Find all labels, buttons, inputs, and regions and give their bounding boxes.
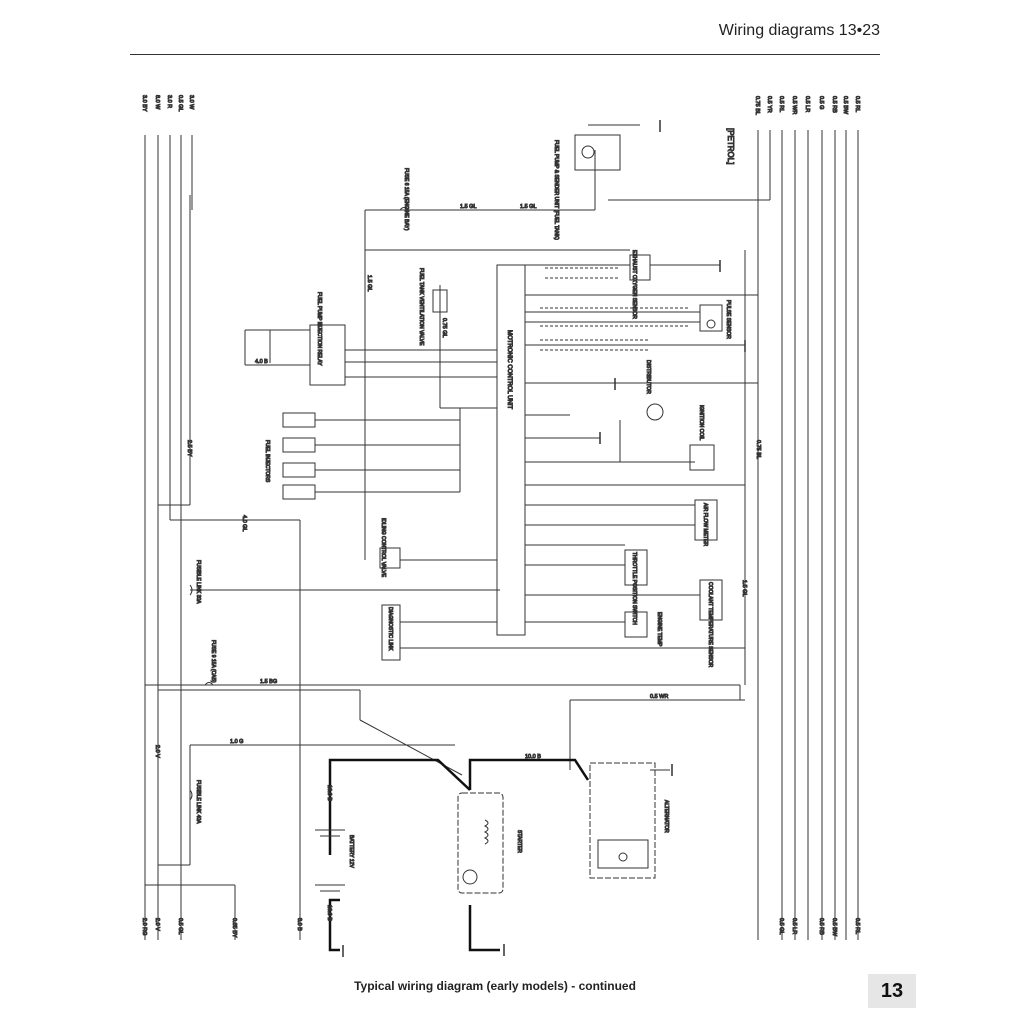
component-label: FUEL PUMP INJECTION RELAY bbox=[316, 292, 322, 366]
component-label: DIAGNOSTIC LINK bbox=[387, 607, 393, 651]
wire-label: 1.0 G bbox=[230, 739, 243, 745]
ground-symbols bbox=[342, 120, 746, 957]
wire-label: 1.5 GL bbox=[460, 204, 477, 210]
component-label: BATTERY 12V bbox=[348, 835, 354, 868]
page-header: Wiring diagrams 13•23 bbox=[718, 22, 880, 39]
engine-temp-sensor: ENGINE TEMP bbox=[624, 611, 663, 648]
wire-label: 0.5 BW bbox=[842, 96, 848, 115]
shielded-cables bbox=[540, 267, 690, 351]
component-label: FUEL PUMP & SENDER UNIT (FUEL TANK) bbox=[553, 140, 559, 240]
component-label: FUEL INJECTORS bbox=[264, 440, 270, 483]
wire-value-labels: 1.5 GL 1.5 GL 1.5 GL 0.75 GL 4.0 GL 2.5 … bbox=[154, 204, 762, 922]
component-label: ALTERNATOR bbox=[663, 800, 669, 833]
wire-label: 2.0 V bbox=[154, 745, 160, 758]
distributor: DISTRIBUTOR bbox=[645, 360, 664, 421]
component-label: STARTER bbox=[516, 830, 522, 853]
wire-label: 0.5 LR bbox=[791, 918, 797, 934]
component-label: THROTTLE POSITION SWITCH bbox=[631, 552, 637, 625]
wire-label: 3.0 BY bbox=[141, 95, 147, 112]
wire-label: 0.5 BW bbox=[831, 918, 837, 937]
throttle-position-switch: THROTTLE POSITION SWITCH bbox=[624, 549, 648, 626]
component-label: FUSE 9 15A (CAB) bbox=[210, 640, 216, 683]
left-wire-labels-top: 3.0 BY 8.0 W 3.0 R 0.5 GL 3.0 W bbox=[141, 95, 195, 113]
wire-label: 0.75 BL bbox=[755, 440, 761, 459]
wire-label: 1.5 GL bbox=[741, 580, 747, 597]
wire-label: 0.5 GL bbox=[177, 918, 183, 935]
fuel-injectors: FUEL INJECTORS bbox=[264, 412, 316, 500]
component-label: FUSIBLE LINK 30A bbox=[195, 560, 201, 604]
wire-label: 0.5 WR bbox=[791, 96, 797, 114]
alternator: ALTERNATOR bbox=[589, 762, 670, 879]
wire-label: 2.0 V bbox=[154, 918, 160, 931]
diagnostic-link: DIAGNOSTIC LINK bbox=[381, 604, 401, 661]
petrol-label: [PETROL] bbox=[726, 128, 735, 164]
wire-label: 16.0 B bbox=[326, 785, 332, 801]
wire-label: 0.85 BY bbox=[231, 918, 237, 938]
heavy-cables bbox=[328, 758, 590, 952]
right-wire-labels-top: 0.75 BL 0.5 YR 0.5 RL 0.5 WR 0.5 LR 0.5 … bbox=[754, 96, 861, 116]
right-wire-labels-bottom: 0.5 GL 0.5 LR 0.5 RB 0.5 BW 0.5 RL bbox=[778, 918, 861, 938]
wire-label: 0.5 RL bbox=[854, 918, 860, 934]
component-label: EXHAUST OXYGEN SENSOR bbox=[631, 250, 637, 319]
wire-label: 3.0 W bbox=[188, 95, 194, 110]
fuses: FUSE 6 15A (ENGINE BAY) FUSE 9 15A (CAB)… bbox=[189, 168, 410, 825]
fuel-pump-relay: FUEL PUMP INJECTION RELAY bbox=[309, 292, 346, 386]
left-bus-wires bbox=[144, 135, 740, 940]
starter-motor: STARTER bbox=[457, 792, 523, 894]
component-label: PULSE SENSOR bbox=[725, 300, 731, 339]
wire-label: 2.0 RG bbox=[141, 918, 147, 935]
component-label: ENGINE TEMP bbox=[656, 612, 662, 647]
wire-label: 0.5 RL bbox=[854, 96, 860, 112]
oxygen-sensor: EXHAUST OXYGEN SENSOR bbox=[629, 250, 720, 320]
wire-label: 0.75 GL bbox=[441, 318, 447, 338]
wire-label: 3.0 B bbox=[296, 918, 302, 931]
wire-label: 4.0 B bbox=[255, 359, 268, 365]
wire-label: 0.5 RL bbox=[778, 96, 784, 112]
battery: BATTERY 12V bbox=[315, 829, 355, 892]
component-label: IDLING CONTROL VALVE bbox=[380, 518, 386, 578]
coolant-temperature-sensor: COOLANT TEMPERATURE SENSOR bbox=[699, 579, 723, 668]
fuel-tank-ventilation-valve: FUEL TANK VENTILATION VALVE bbox=[418, 268, 448, 347]
component-label: IGNITION COIL bbox=[698, 405, 704, 441]
wire-label: 2.5 BY bbox=[186, 440, 192, 457]
wire-label: 16.0 B bbox=[326, 905, 332, 921]
wire-label: 0.5 LR bbox=[804, 96, 810, 112]
wire-label: 0.75 BL bbox=[754, 96, 760, 115]
component-label: FUSE 6 15A (ENGINE BAY) bbox=[403, 168, 409, 231]
wire-label: 0.5 G bbox=[818, 96, 824, 109]
component-label: FUSIBLE LINK 40A bbox=[195, 780, 201, 824]
component-label: MOTRONIC CONTROL UNIT bbox=[506, 330, 512, 409]
wire-label: 0.5 GL bbox=[778, 918, 784, 935]
component-label: COOLANT TEMPERATURE SENSOR bbox=[707, 582, 713, 668]
wire-label: 1.5 GL bbox=[520, 204, 537, 210]
wire-label: 10.0 B bbox=[525, 754, 541, 760]
wire-label: 0.5 RB bbox=[818, 918, 824, 935]
wire-label: 8.0 W bbox=[154, 95, 160, 110]
component-label: DISTRIBUTOR bbox=[645, 360, 651, 394]
fuel-pump-sender-unit: FUEL PUMP & SENDER UNIT (FUEL TANK) bbox=[553, 124, 640, 241]
component-label: AIR FLOW METER bbox=[702, 503, 708, 546]
wire-label: 4.0 GL bbox=[241, 515, 247, 532]
wire-label: 1.5 BG bbox=[260, 679, 277, 685]
wire-label: 0.5 WR bbox=[650, 694, 668, 700]
header-rule bbox=[130, 54, 880, 55]
wire-label: 0.5 YR bbox=[766, 96, 772, 113]
ignition-coil: IGNITION COIL bbox=[689, 405, 715, 471]
motronic-control-unit: MOTRONIC CONTROL UNIT bbox=[496, 264, 526, 636]
component-label: FUEL TANK VENTILATION VALVE bbox=[418, 268, 424, 346]
right-bus-wires bbox=[525, 130, 859, 940]
chapter-tab: 13 bbox=[868, 974, 916, 1008]
ecu-wiring bbox=[244, 150, 745, 770]
left-wire-labels-bottom: 2.0 RG 2.0 V 0.5 GL 0.85 BY 3.0 B bbox=[141, 918, 303, 939]
wire-label: 1.5 GL bbox=[366, 275, 372, 292]
figure-caption: Typical wiring diagram (early models) - … bbox=[354, 979, 636, 993]
wire-label: 0.5 GL bbox=[177, 95, 183, 112]
wire-label: 3.0 R bbox=[166, 95, 172, 108]
air-flow-meter: AIR FLOW METER bbox=[694, 499, 718, 547]
idling-control-valve: IDLING CONTROL VALVE bbox=[379, 518, 401, 578]
wire-label: 0.5 RB bbox=[831, 96, 837, 113]
pulse-sensor: PULSE SENSOR bbox=[699, 300, 732, 340]
